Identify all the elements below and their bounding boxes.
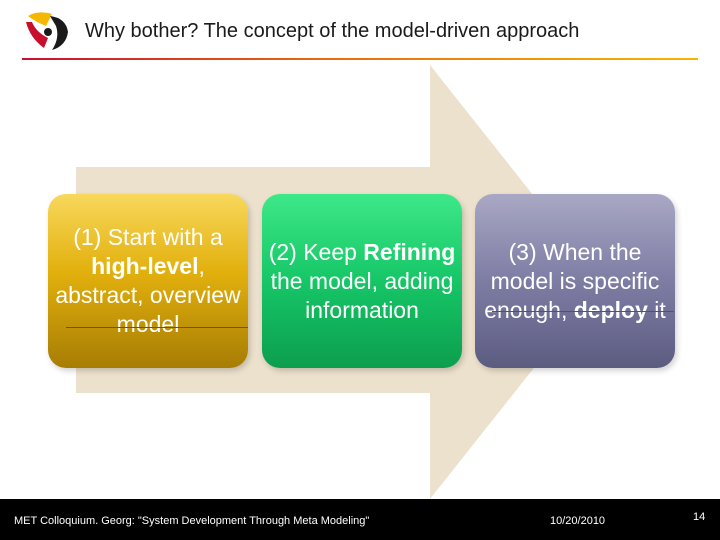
university-logo-icon: [26, 12, 68, 50]
step-1-underline: [66, 327, 248, 328]
step-2-box: (2) Keep Refining the model, adding info…: [262, 194, 462, 368]
title-divider: [22, 58, 698, 60]
step-3-underline: [492, 311, 674, 312]
page-number: 14: [693, 511, 706, 523]
step-3-text: (3) When the model is specific enough, d…: [484, 238, 666, 323]
step-2-text: (2) Keep Refining the model, adding info…: [268, 238, 456, 323]
footer-note: MET Colloquium. Georg: "System Developme…: [14, 515, 370, 527]
footer-bar: MET Colloquium. Georg: "System Developme…: [0, 499, 720, 540]
step-3-box: (3) When the model is specific enough, d…: [475, 194, 675, 368]
step-1-text: (1) Start with a high-level, abstract, o…: [55, 224, 241, 337]
page-title: Why bother? The concept of the model-dri…: [85, 20, 580, 42]
step-1-box: (1) Start with a high-level, abstract, o…: [48, 194, 248, 368]
footer-date: 10/20/2010: [550, 515, 606, 527]
